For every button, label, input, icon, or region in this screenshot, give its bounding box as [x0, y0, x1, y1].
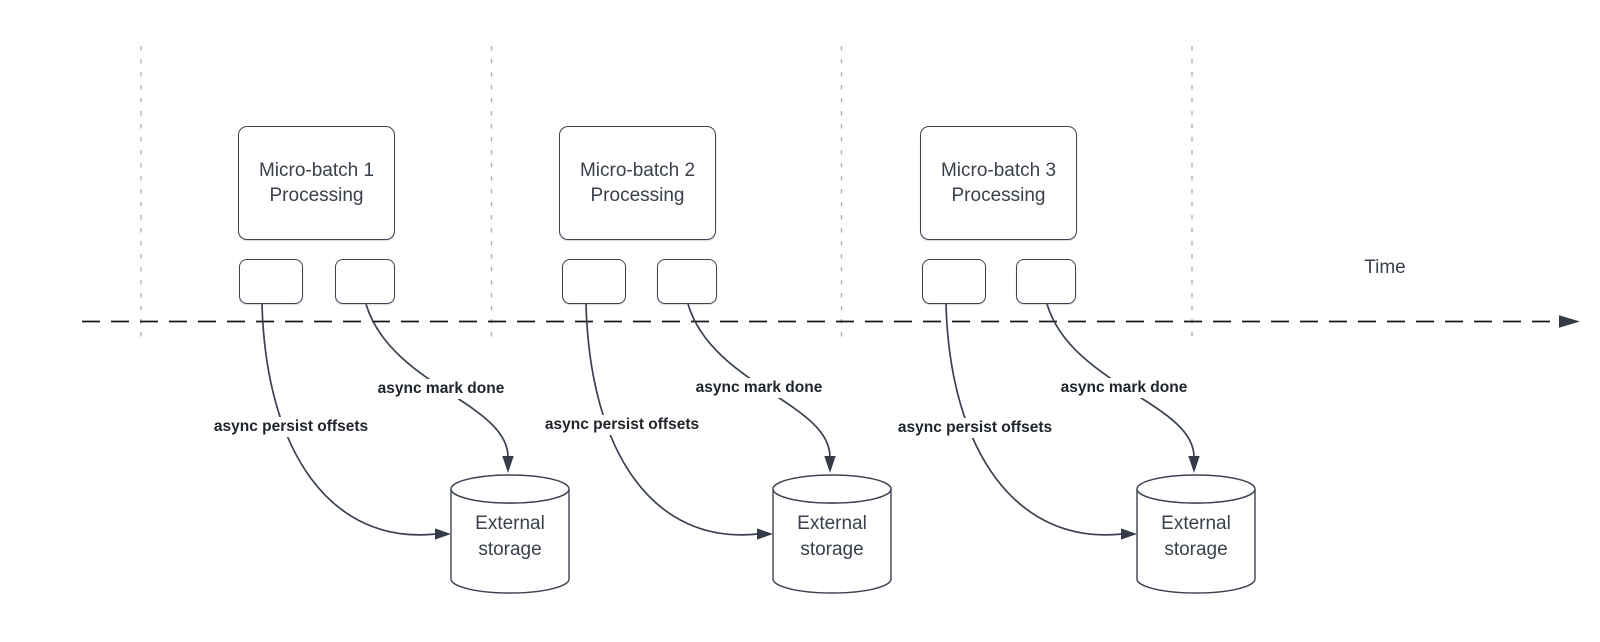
- external-storage-label-3: External storage: [1161, 513, 1231, 560]
- batch-2-subtask-box-right: [657, 259, 717, 304]
- persist-offsets-label-1: async persist offsets: [210, 417, 372, 437]
- micro-batch-box-2: Micro-batch 2 Processing: [559, 126, 716, 240]
- storage-cylinder-3: [1136, 474, 1256, 594]
- mark-done-label-1: async mark done: [374, 379, 508, 399]
- persist-offsets-arrowhead-2: [757, 528, 773, 540]
- mark-done-arrowhead-3: [1188, 456, 1200, 473]
- storage-cylinder-2: [772, 474, 892, 594]
- batch-1-subtask-box-left: [239, 259, 303, 304]
- storage-cylinder-1: [450, 474, 570, 594]
- external-storage-label-2: External storage: [797, 513, 867, 560]
- batch-2-subtask-box-left: [562, 259, 626, 304]
- mark-done-label-3: async mark done: [1057, 378, 1191, 398]
- persist-offsets-curve-2: [585, 303, 759, 536]
- external-storage-label-1: External storage: [475, 513, 545, 560]
- time-axis-label: Time: [1364, 257, 1406, 278]
- persist-offsets-curve-1: [261, 303, 437, 536]
- storage-cylinder-top-2: [772, 474, 892, 504]
- storage-cylinder-top-1: [450, 474, 570, 504]
- mark-done-label-2: async mark done: [692, 378, 826, 398]
- micro-batch-box-1: Micro-batch 1 Processing: [238, 126, 395, 240]
- persist-offsets-arrowhead-3: [1121, 528, 1137, 540]
- storage-cylinder-top-3: [1136, 474, 1256, 504]
- batch-3-subtask-box-right: [1016, 259, 1076, 304]
- batch-3-subtask-box-left: [922, 259, 986, 304]
- persist-offsets-label-3: async persist offsets: [894, 418, 1056, 438]
- persist-offsets-label-2: async persist offsets: [541, 415, 703, 435]
- mark-done-arrowhead-2: [824, 456, 836, 473]
- mark-done-arrowhead-1: [502, 456, 514, 473]
- batch-1-subtask-box-right: [335, 259, 395, 304]
- micro-batch-box-3: Micro-batch 3 Processing: [920, 126, 1077, 240]
- persist-offsets-curve-3: [945, 303, 1123, 536]
- persist-offsets-arrowhead-1: [435, 528, 451, 540]
- time-axis-arrowhead: [1559, 315, 1580, 328]
